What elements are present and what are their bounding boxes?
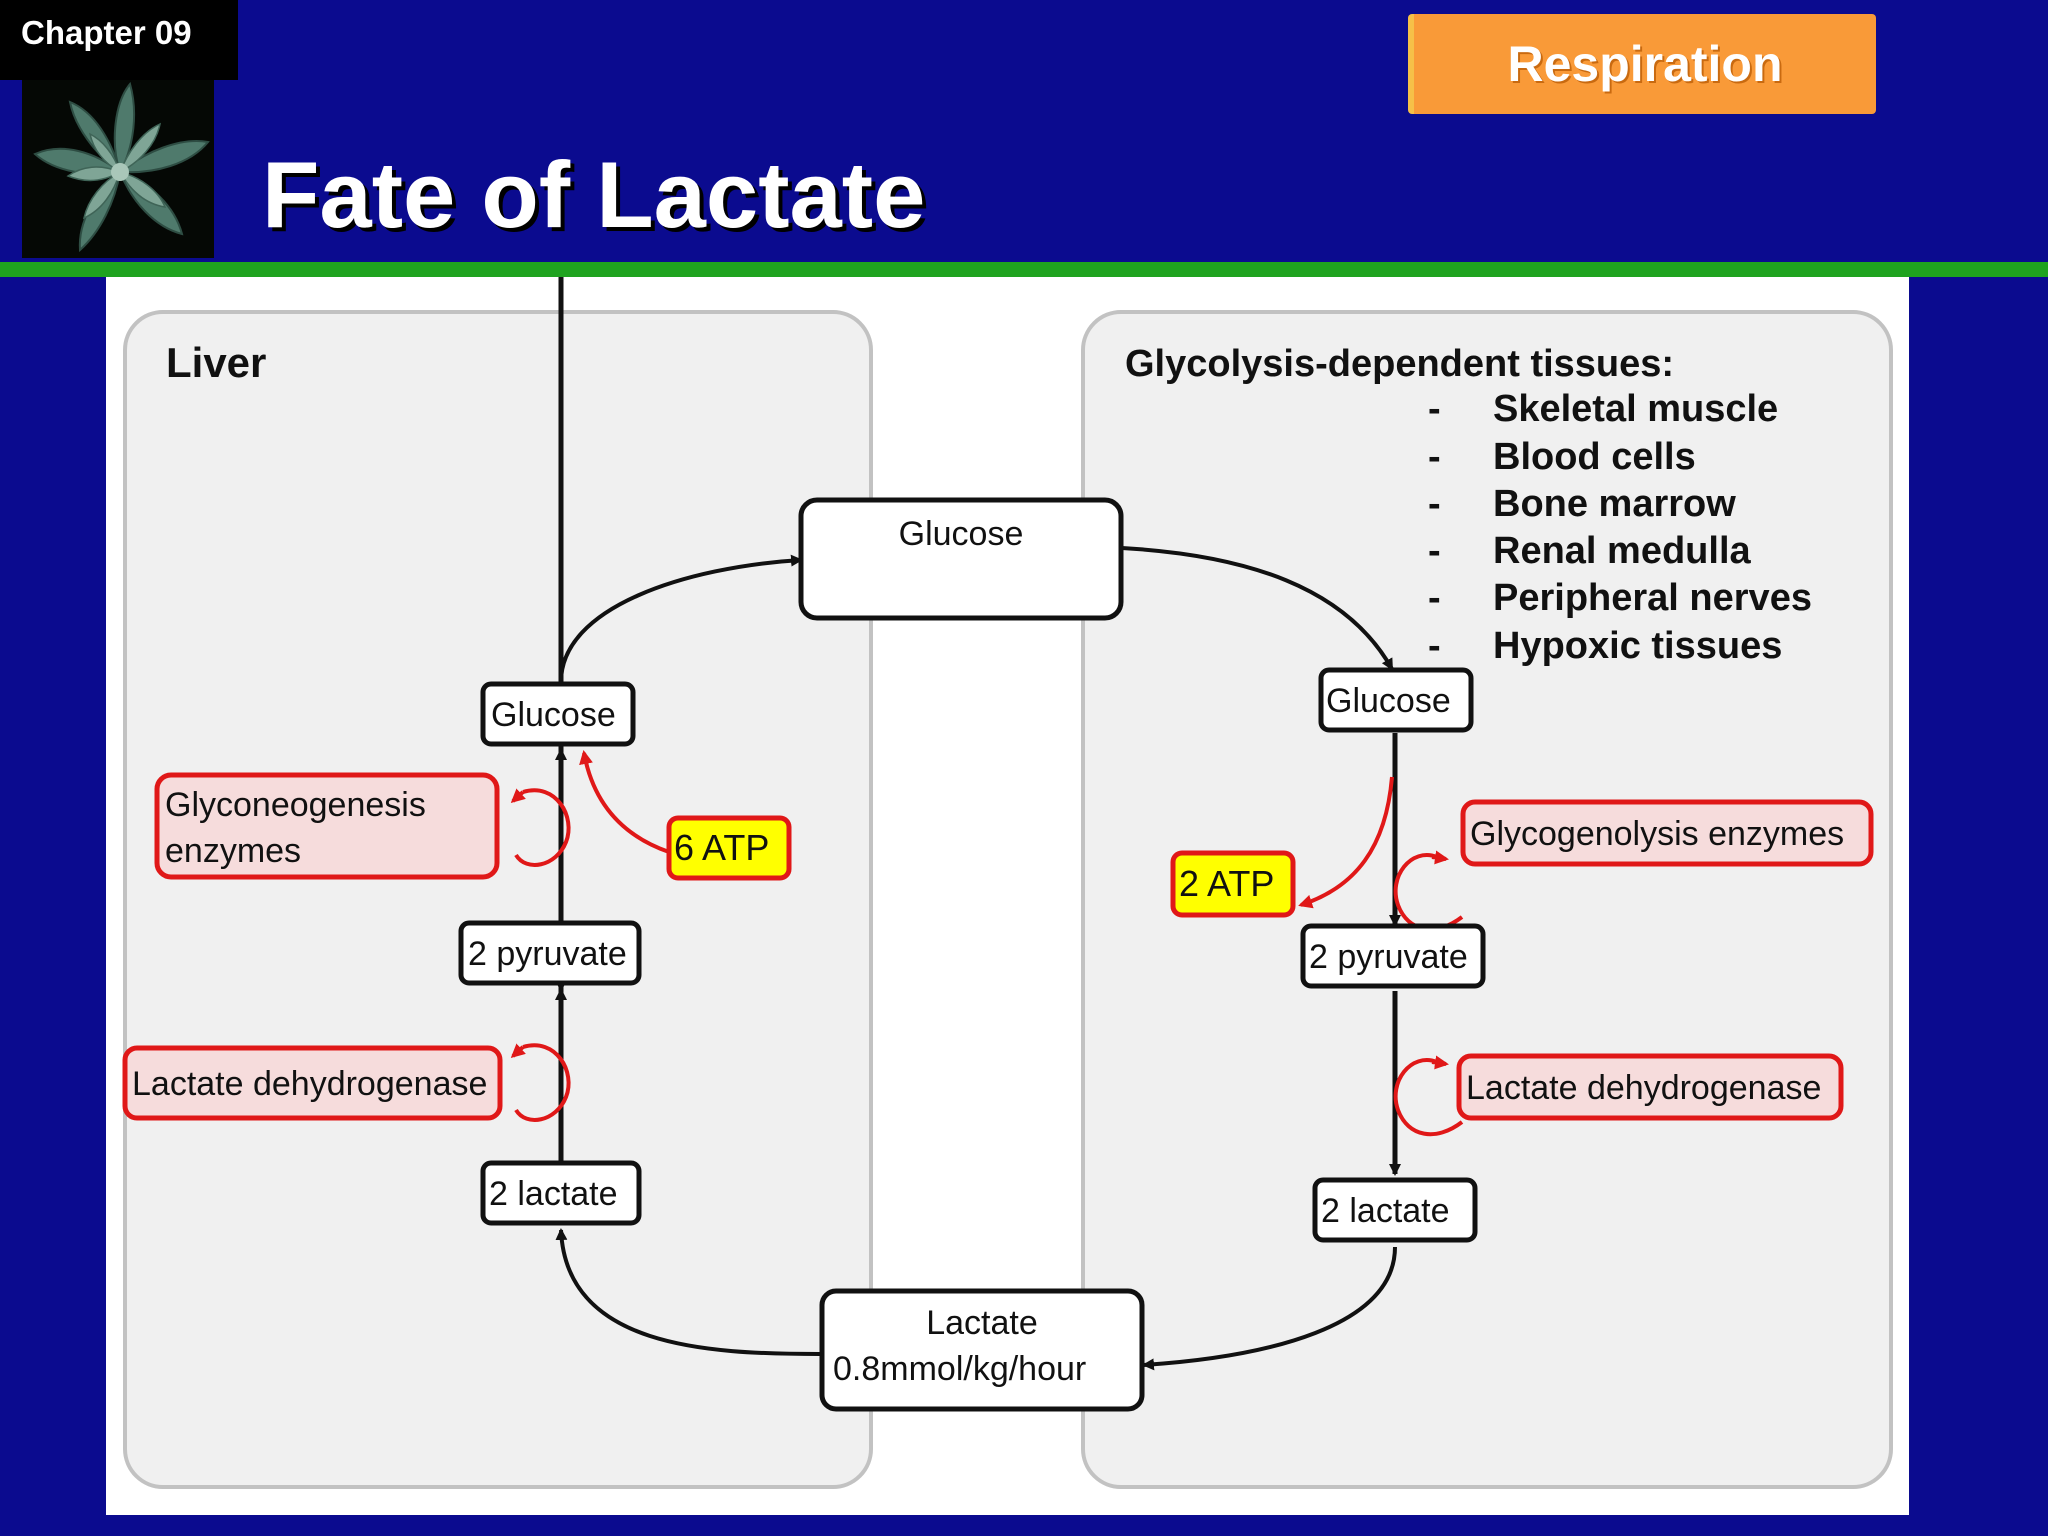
atp-input-arrow [579, 750, 670, 854]
enzyme-loop-icon [510, 1043, 526, 1059]
tissue-pyruvate-label: 2 pyruvate [1309, 938, 1468, 976]
tissue-glucose-box [1318, 667, 1474, 733]
tissue-item: Bone marrow [1493, 483, 1736, 525]
tissues-compartment [1081, 310, 1893, 1489]
succulent-plant-image [22, 80, 214, 258]
atp-output-arrow [1298, 776, 1394, 909]
enzyme-loop-icon [510, 788, 526, 804]
liver-compartment [123, 310, 873, 1489]
enzyme-loop-icon [1431, 1055, 1449, 1070]
enzyme-label: Glycogenolysis enzymes [1470, 815, 1844, 853]
arrow-blood-glucose-to-tissue [1121, 546, 1394, 671]
liver-pyruvate-box [458, 920, 642, 986]
tissue-lactate-box [1312, 1177, 1478, 1243]
tissue-lactate-label: 2 lactate [1321, 1192, 1450, 1230]
tissue-atp-badge [1170, 850, 1296, 918]
liver-lactate-label: 2 lactate [489, 1175, 618, 1213]
chapter-label: Chapter 09 [0, 0, 238, 80]
tissue-dash: - [1428, 577, 1441, 619]
blood-glucose-label: Glucose [899, 515, 1024, 553]
tissue-dash: - [1428, 530, 1441, 572]
tissue-dash: - [1428, 388, 1441, 430]
enzyme-loop-icon [1393, 1058, 1464, 1137]
tissue-item: Blood cells [1493, 436, 1696, 478]
liver-heading: Liver [166, 339, 266, 386]
tissue-dash: - [1428, 625, 1441, 667]
tissue-item: Skeletal muscle [1493, 388, 1778, 430]
topic-banner: Respiration [1408, 14, 1876, 114]
enzyme-label: Lactate dehydrogenase [1466, 1069, 1821, 1107]
enzyme-label: Glyconeogenesis [165, 786, 426, 824]
tissue-item: Peripheral nerves [1493, 577, 1812, 619]
blood-lactate-box [819, 1288, 1145, 1412]
cori-cycle-diagram: Liver Glycolysis-dependent tissues: - Sk… [122, 277, 1893, 1489]
liver-glucose-label: Glucose [491, 696, 616, 734]
tissue-item: Hypoxic tissues [1493, 625, 1782, 667]
enzyme-loop-icon [1431, 850, 1449, 865]
tissue-dash: - [1428, 483, 1441, 525]
enzyme-label: Lactate dehydrogenase [132, 1065, 487, 1103]
blood-lactate-label: Lactate [926, 1304, 1038, 1342]
arrow-blood-lactate-to-liver [555, 1228, 821, 1356]
enzyme-loop-icon [514, 788, 571, 867]
divider [0, 262, 2048, 277]
glycogenolysis-enzymes-box [1460, 799, 1874, 867]
tissue-dash: - [1428, 436, 1441, 478]
liver-glucose-box [480, 681, 636, 747]
gluconeogenesis-enzymes-box [154, 772, 500, 880]
tissue-ldh-box [1456, 1053, 1844, 1121]
arrow-tissue-lactate-to-blood [1142, 1246, 1397, 1371]
liver-ldh-box [122, 1045, 503, 1121]
arrow-liver-to-blood-glucose [559, 554, 803, 683]
liver-pyruvate-label: 2 pyruvate [468, 935, 627, 973]
tissue-glucose-label: Glucose [1326, 682, 1451, 720]
liver-atp-badge [666, 815, 792, 881]
atp-label: 6 ATP [674, 827, 769, 868]
page-title: Fate of Lactate [262, 142, 926, 247]
liver-lactate-box [480, 1160, 642, 1226]
tissue-pyruvate-box [1300, 923, 1486, 989]
tissue-item: Renal medulla [1493, 530, 1751, 572]
enzyme-loop-icon [514, 1043, 571, 1122]
tissues-heading: Glycolysis-dependent tissues: [1125, 343, 1674, 385]
lactate-rate: 0.8mmol/kg/hour [833, 1350, 1086, 1388]
diagram-panel: Liver Glycolysis-dependent tissues: - Sk… [106, 277, 1909, 1515]
enzyme-label: enzymes [165, 832, 301, 870]
atp-label: 2 ATP [1179, 863, 1274, 904]
blood-glucose-box [798, 497, 1124, 621]
